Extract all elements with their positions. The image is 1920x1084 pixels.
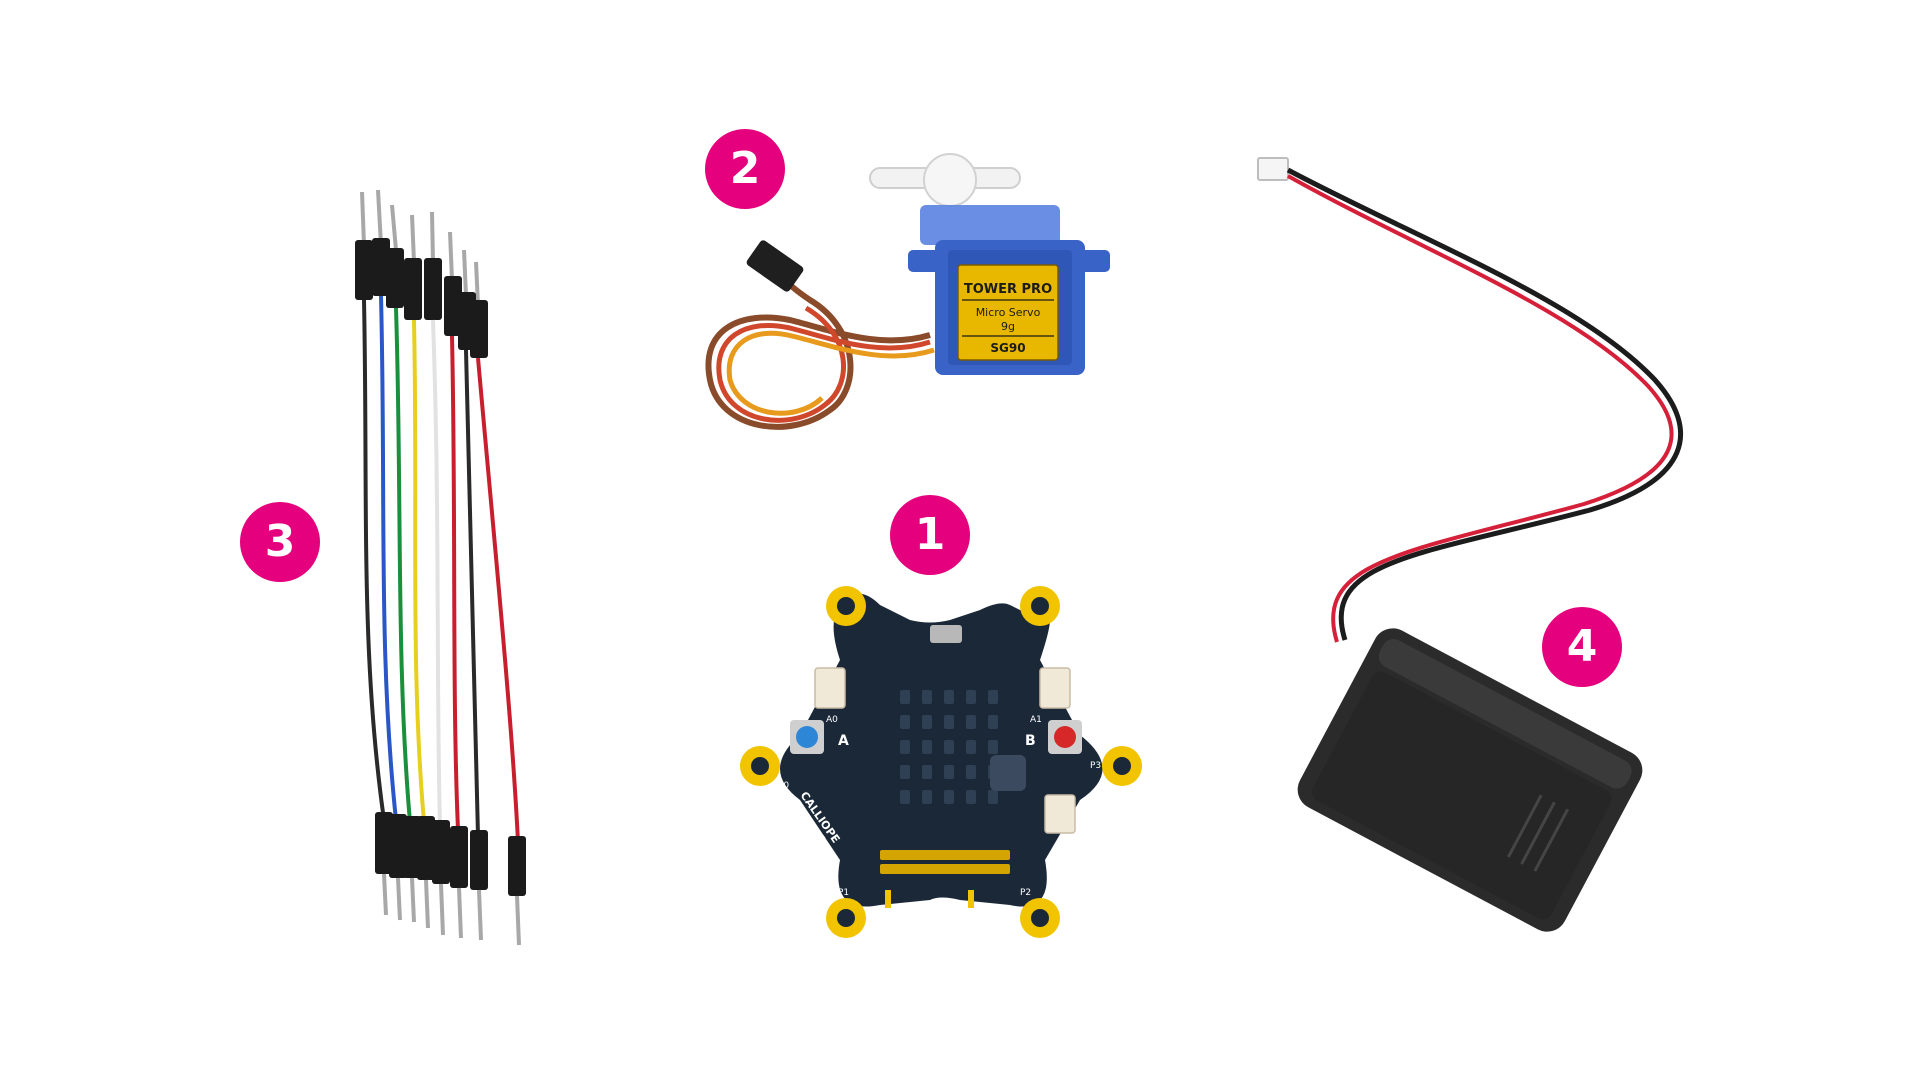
servo-brand-label: TOWER PRO [964, 282, 1052, 297]
pin-p3-label: P3 [1090, 761, 1101, 771]
battery-box-icon [1257, 157, 1683, 932]
pin-p1-label: P1 [838, 888, 849, 898]
servo-line2-label: 9g [1001, 320, 1015, 333]
pin-p0-label: P0 [778, 781, 789, 791]
number-badge-3: 3 [240, 502, 320, 582]
calliope-mini-board-icon: A B A0 A1 P0 P1 P2 P3 CALLIOPE mini [740, 586, 1142, 938]
number-badge-2: 2 [705, 129, 785, 209]
port-a0-label: A0 [826, 715, 838, 725]
button-b-label: B [1025, 733, 1036, 749]
number-badge-4: 4 [1542, 607, 1622, 687]
micro-servo-icon: TOWER PRO Micro Servo 9g SG90 [705, 153, 1110, 430]
servo-line1-label: Micro Servo [976, 306, 1041, 319]
button-a-label: A [838, 733, 849, 749]
port-a1-label: A1 [1030, 715, 1042, 725]
servo-model-label: SG90 [990, 341, 1025, 355]
pin-p2-label: P2 [1020, 888, 1031, 898]
jumper-wires-icon [355, 189, 526, 946]
number-badge-1: 1 [890, 495, 970, 575]
